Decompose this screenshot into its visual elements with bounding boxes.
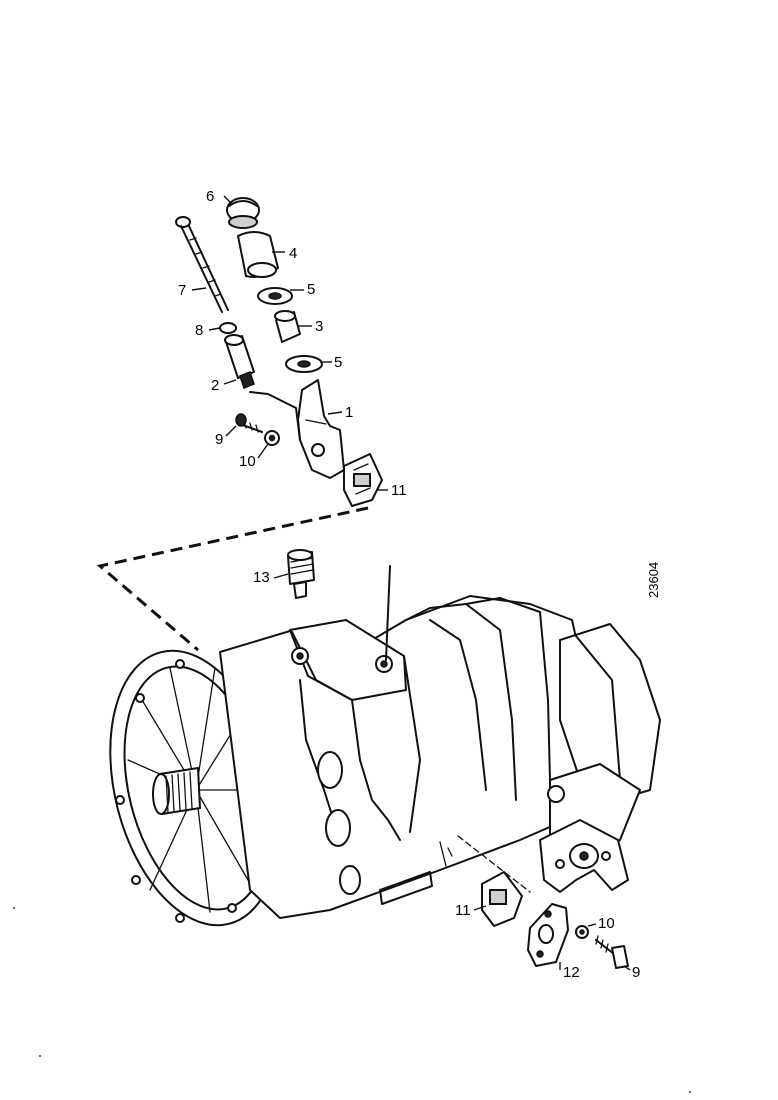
input-shaft — [152, 767, 201, 815]
part-12-plate — [527, 903, 569, 967]
leader-lines — [191, 195, 631, 971]
callout-10-upper: 10 — [239, 453, 256, 470]
callout-7: 7 — [178, 282, 186, 299]
top-cover — [289, 619, 407, 701]
part-9-bolt-upper — [235, 413, 263, 433]
part-5-washer-lower — [285, 355, 323, 373]
part-13-plug — [287, 549, 315, 599]
callout-1: 1 — [345, 404, 353, 421]
callout-10-lower: 10 — [598, 915, 615, 932]
shift-lever-assembly — [175, 197, 383, 507]
callout-2: 2 — [211, 377, 219, 394]
output-housing — [559, 623, 661, 801]
output-yoke — [539, 819, 629, 893]
transmission-housing — [109, 565, 661, 927]
callout-5-upper: 5 — [307, 281, 315, 298]
vertical-rod — [385, 565, 391, 661]
part-11-cover-lower — [481, 871, 523, 927]
lower-loose-parts — [287, 549, 629, 969]
assembly-line — [96, 506, 369, 652]
callout-9-upper: 9 — [215, 431, 223, 448]
part-1-lever-bracket — [249, 379, 345, 479]
part-8-o-ring — [219, 322, 237, 334]
part-3-bushing — [274, 310, 301, 343]
part-9-bolt-lower — [595, 935, 629, 969]
callout-3: 3 — [315, 318, 323, 335]
callouts: 6 4 5 3 5 1 7 8 2 9 10 11 13 11 10 12 9 — [178, 188, 640, 981]
part-10-washer-upper — [264, 430, 280, 446]
callout-11-upper: 11 — [391, 482, 407, 499]
part-5-washer-upper — [257, 287, 293, 305]
part-11-cover-upper — [343, 453, 383, 507]
callout-6: 6 — [206, 188, 214, 205]
callout-8: 8 — [195, 322, 203, 339]
callout-5-lower: 5 — [334, 354, 342, 371]
callout-12: 12 — [563, 964, 580, 981]
part-7-rod — [175, 216, 229, 313]
callout-11-lower: 11 — [455, 902, 471, 919]
callout-9-lower: 9 — [632, 964, 640, 981]
part-10-washer-lower — [575, 925, 589, 939]
drawing-reference-code: 23604 — [646, 562, 661, 598]
main-case — [219, 595, 591, 919]
part-4-boot — [237, 231, 279, 278]
part-6-cap — [226, 197, 260, 229]
part-2-sleeve — [224, 334, 255, 389]
callout-4: 4 — [289, 245, 297, 262]
callout-13: 13 — [253, 569, 270, 586]
